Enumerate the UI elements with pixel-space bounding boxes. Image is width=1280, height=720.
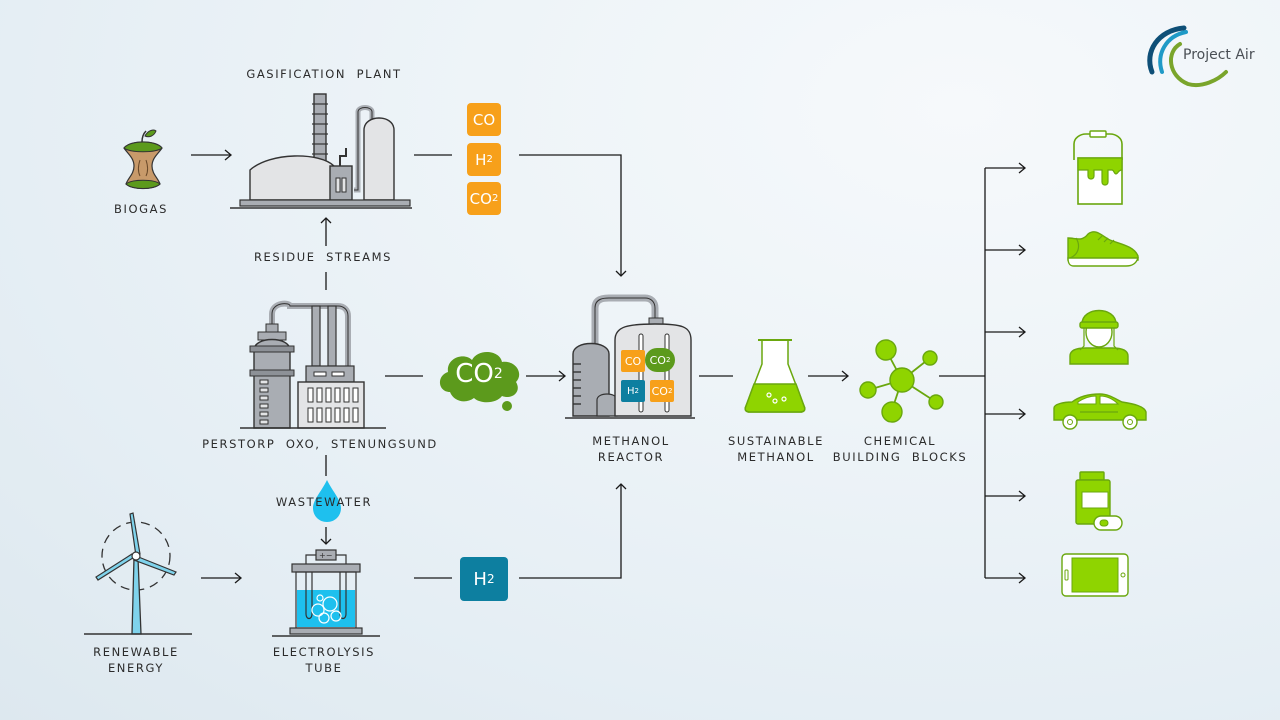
wind-turbine-icon xyxy=(84,512,192,635)
chemical-plant-icon xyxy=(240,300,386,429)
gasification-plant-icon xyxy=(230,93,412,209)
car-icon xyxy=(1053,393,1147,430)
worker-helmet-icon xyxy=(1069,309,1129,365)
paint-bucket-icon xyxy=(1073,130,1123,205)
arrow-syngas-reactor xyxy=(519,154,622,276)
medicine-bottle-icon xyxy=(1075,471,1123,531)
gasification-label: GASIFICATION PLANT xyxy=(246,67,402,81)
arrow-hydrogen-reactor xyxy=(519,484,622,579)
chemical-building-blocks-label: CHEMICAL BUILDING BLOCKS xyxy=(832,434,968,464)
electrolysis-label: ELECTROLYSIS TUBE xyxy=(272,645,376,675)
co2-cloud-icon xyxy=(439,351,520,411)
svg-text:+−: +− xyxy=(319,551,332,560)
residue-streams-label: RESIDUE STREAMS xyxy=(253,250,393,264)
wastewater-label: WASTEWATER xyxy=(275,495,373,509)
apple-core-icon xyxy=(123,129,163,190)
brand-name: Project Air xyxy=(1183,47,1255,63)
perstorp-label: PERSTORP OXO, STENUNGSUND xyxy=(202,437,438,451)
reactor-tile-co: CO xyxy=(621,350,645,372)
flask-icon xyxy=(744,339,806,413)
biogas-label: BIOGAS xyxy=(113,202,169,216)
sneaker-icon xyxy=(1067,231,1139,267)
syngas-box: CO xyxy=(467,103,501,136)
renewable-energy-label: RENEWABLE ENERGY xyxy=(93,645,179,675)
methanol-reactor-label: METHANOL REACTOR xyxy=(592,434,670,464)
water-drop-icon xyxy=(313,480,341,522)
sustainable-methanol-label: SUSTAINABLE METHANOL xyxy=(727,434,825,464)
tablet-icon xyxy=(1061,553,1129,597)
molecule-icon xyxy=(859,339,944,423)
electrolysis-tube-icon: +− xyxy=(272,549,380,637)
project-air-logo xyxy=(1147,25,1228,87)
